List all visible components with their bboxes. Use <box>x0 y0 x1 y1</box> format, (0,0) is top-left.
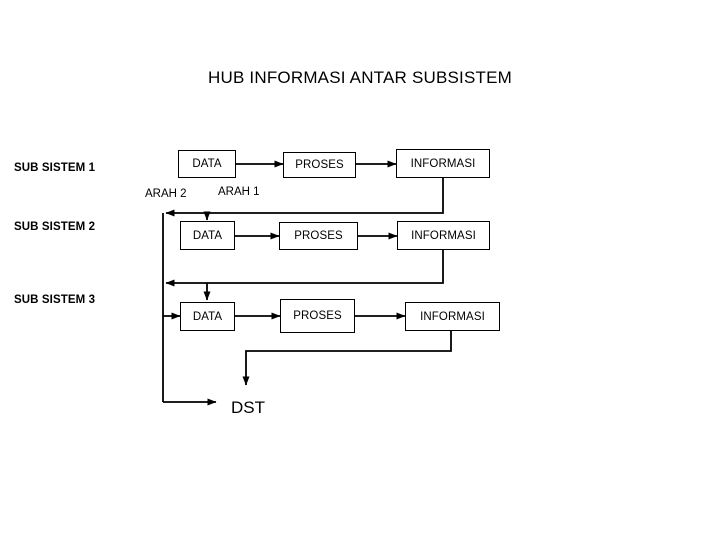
sidebar-label-subsystem-3: SUB SISTEM 3 <box>14 294 96 306</box>
node-row2-proses[interactable]: PROSES <box>279 222 358 250</box>
node-row1-proses[interactable]: PROSES <box>283 152 356 178</box>
feedback-row2-informasi-down <box>165 250 444 287</box>
node-row2-informasi[interactable]: INFORMASI <box>397 221 490 250</box>
sidebar-label-subsystem-2: SUB SISTEM 2 <box>14 221 96 233</box>
direction-label-arah-1: ARAH 1 <box>218 186 260 198</box>
node-row1-data[interactable]: DATA <box>178 150 236 178</box>
terminal-label-dst: DST <box>231 398 265 417</box>
feedback-row3-informasi-to-dst <box>242 331 452 386</box>
page-title: HUB INFORMASI ANTAR SUBSISTEM <box>208 68 512 87</box>
node-row3-informasi[interactable]: INFORMASI <box>405 302 500 331</box>
node-row3-data[interactable]: DATA <box>180 302 235 331</box>
node-row2-data[interactable]: DATA <box>180 221 235 250</box>
node-row1-informasi[interactable]: INFORMASI <box>396 149 490 178</box>
feedback-row1-informasi-down <box>165 178 444 217</box>
node-row3-proses[interactable]: PROSES <box>280 299 355 333</box>
direction-label-arah-2: ARAH 2 <box>145 188 187 200</box>
sidebar-label-subsystem-1: SUB SISTEM 1 <box>14 162 96 174</box>
